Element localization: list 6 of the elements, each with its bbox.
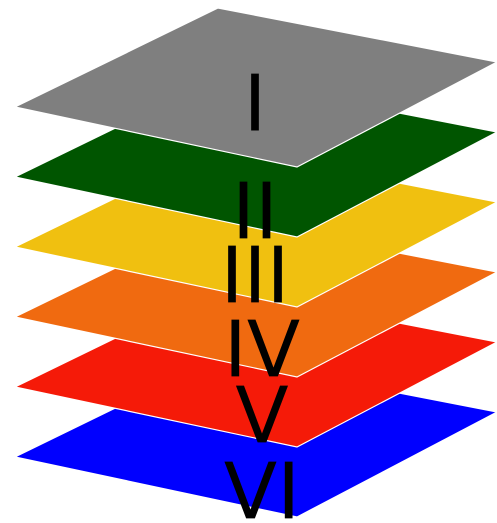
layer-numeral: VI bbox=[224, 462, 293, 518]
layer-numeral: III bbox=[228, 246, 282, 302]
layer-numeral: II bbox=[240, 182, 270, 238]
layer-numeral: IV bbox=[231, 320, 300, 376]
layer-numeral: I bbox=[251, 74, 259, 130]
layer-numeral: V bbox=[236, 386, 288, 442]
